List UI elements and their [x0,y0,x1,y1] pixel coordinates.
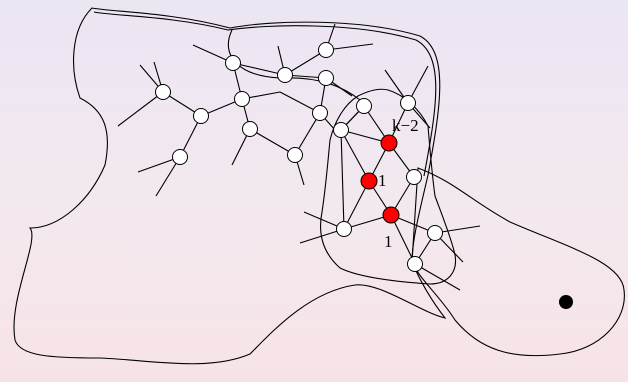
node [278,68,293,83]
node [334,123,349,138]
node [288,148,303,163]
node [194,109,209,124]
node [357,99,372,114]
gray-region-inner-boundary [228,30,360,100]
label-top-marked: k−2 [392,116,419,135]
node [235,92,250,107]
marked-node-bottom [383,207,399,223]
node [313,106,328,121]
node [156,85,171,100]
label-mid-marked: 1 [378,171,387,190]
white-region [412,168,624,356]
node [401,96,416,111]
target-point [559,295,573,309]
marked-node-top [381,135,397,151]
label-bottom-marked: 1 [384,232,393,251]
node [408,257,423,272]
node [226,56,241,71]
node [319,71,334,86]
node [428,226,443,241]
marked-node-middle [361,173,377,189]
node [243,122,258,137]
green-region [321,89,456,284]
node [337,222,352,237]
node [173,150,188,165]
node [407,170,422,185]
node [319,43,334,58]
green-network-edges [300,103,480,290]
